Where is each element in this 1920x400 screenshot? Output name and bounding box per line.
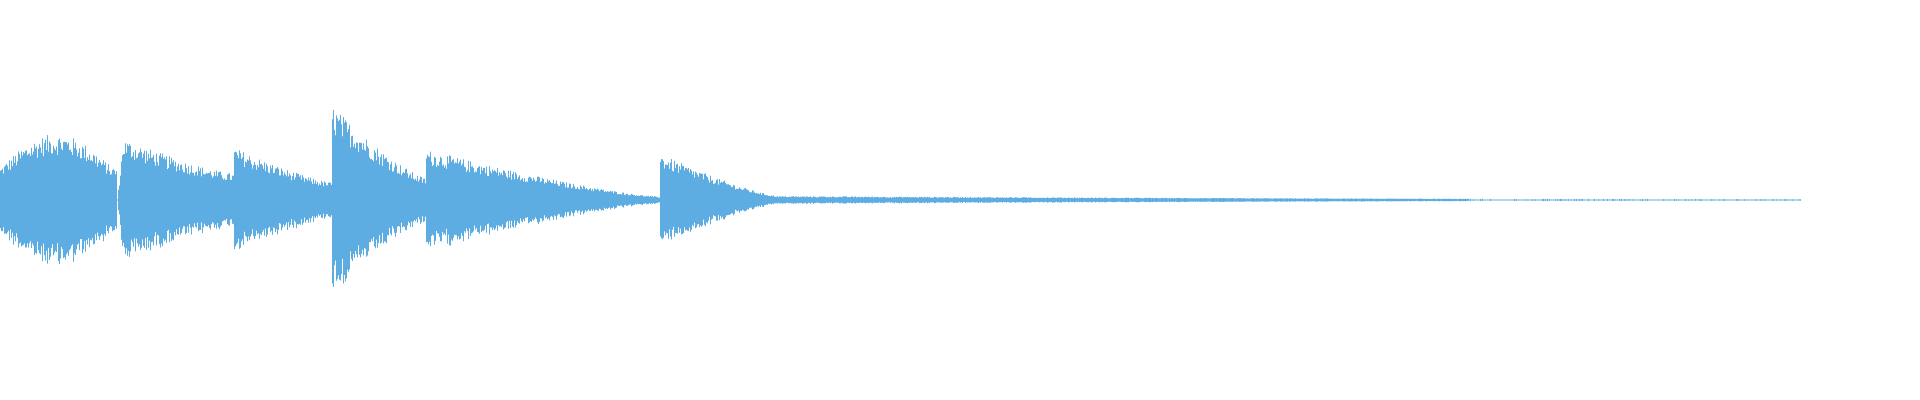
waveform-channel (0, 109, 1801, 287)
